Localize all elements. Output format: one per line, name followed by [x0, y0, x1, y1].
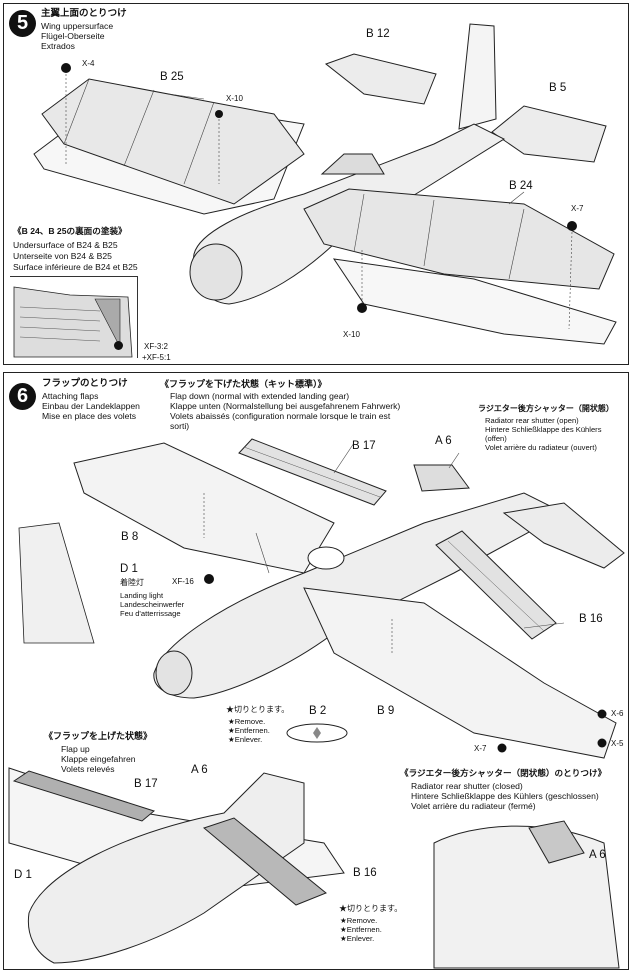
step-6-panel: 6 フラップのとりつけ Attaching flaps Einbau der L…	[3, 372, 629, 970]
step-6-title-de: Einbau der Landeklappen	[42, 401, 140, 411]
undersurface-inset-drawing	[13, 286, 133, 358]
part-label-a6: A 6	[435, 435, 452, 447]
screw-label-x7: X-7	[571, 204, 584, 213]
part-label-d1: D 1	[120, 563, 138, 575]
landing-light-jp: 着陸灯	[120, 578, 144, 587]
step-6-title-fr: Mise en place des volets	[42, 411, 137, 421]
step-5-number-badge: 5	[9, 10, 36, 37]
radiator-closed-title-jp: 《ラジエター後方シャッター（閉状態）のとりつけ》	[400, 768, 607, 778]
flap-up-part-a6: A 6	[191, 764, 208, 776]
step-5-title-de: Flügel-Oberseite	[41, 31, 105, 41]
remove-note-2-jp: ★切りとります。	[339, 904, 403, 913]
step-6-flap-assembly-drawing	[8, 438, 625, 969]
paint-color-xf5: +XF-5:1	[142, 353, 171, 362]
radiator-closed-fr: Volet arrière du radiateur (fermé)	[411, 801, 536, 811]
radiator-closed-part-a6: A 6	[589, 849, 606, 861]
step-5-panel: 5 主翼上面のとりつけ Wing uppersurface Flügel-Obe…	[3, 3, 629, 365]
part-label-b5: B 5	[549, 82, 567, 94]
flap-up-fr: Volets relevés	[61, 764, 115, 774]
radiator-closed-en: Radiator rear shutter (closed)	[411, 781, 523, 791]
paint-note-de: Unterseite von B24 & B25	[13, 251, 112, 261]
paint-note-fr: Surface inférieure de B24 et B25	[13, 262, 138, 272]
remove-note-1-en: ★Remove.	[228, 717, 266, 726]
undersurface-inset	[10, 276, 138, 358]
screw-label-x5: X-5	[611, 739, 624, 748]
paint-note-title-jp: 《B 24、B 25の裏面の塗装》	[13, 226, 127, 236]
flap-down-en: Flap down (normal with extended landing …	[170, 391, 350, 401]
step-6-title-jp: フラップのとりつけ	[42, 378, 128, 389]
step-6-title-en: Attaching flaps	[42, 391, 99, 401]
radiator-open-en: Radiator rear shutter (open)	[485, 416, 579, 425]
remove-note-2-de: ★Entfernen.	[340, 925, 382, 934]
screw-label-x4: X-4	[82, 59, 95, 68]
part-label-b8: B 8	[121, 531, 139, 543]
flap-up-part-b17: B 17	[134, 778, 158, 790]
radiator-open-title-jp: ラジエター後方シャッター（開状態）	[478, 404, 614, 413]
part-label-b25: B 25	[160, 71, 184, 83]
part-label-b9: B 9	[377, 705, 395, 717]
remove-note-2-fr: ★Enlever.	[340, 934, 375, 943]
part-label-b17: B 17	[352, 440, 376, 452]
flap-up-en: Flap up	[61, 744, 90, 754]
flap-down-title-jp: 《フラップを下げた状態（キット標準）》	[160, 379, 327, 389]
flap-up-part-d1: D 1	[14, 869, 32, 881]
radiator-closed-de: Hintere Schließklappe des Kühlers (gesch…	[411, 791, 599, 801]
screw-label-x6: X-6	[611, 709, 624, 718]
flap-down-fr-2: sorti)	[170, 421, 190, 431]
paint-color-xf3: XF-3:2	[144, 342, 169, 351]
part-label-b2: B 2	[309, 705, 327, 717]
radiator-open-de-2: (offen)	[485, 434, 507, 443]
screw-label-x7: X-7	[474, 744, 487, 753]
radiator-open-fr: Volet arrière du radiateur (ouvert)	[485, 443, 597, 452]
step-5-title-jp: 主翼上面のとりつけ	[41, 8, 127, 19]
screw-label-x10-top: X-10	[226, 94, 243, 103]
landing-light-de: Landescheinwerfer	[120, 600, 185, 609]
flap-up-de: Klappe eingefahren	[61, 754, 136, 764]
screw-label-xf16: XF-16	[172, 577, 194, 586]
remove-note-1-fr: ★Enlever.	[228, 735, 263, 744]
part-label-b24: B 24	[509, 180, 533, 192]
flap-up-title-jp: 《フラップを上げた状態》	[44, 731, 153, 741]
paint-swatch-icon	[114, 341, 123, 350]
flap-down-fr-1: Volets abaissés (configuration normale l…	[170, 411, 391, 421]
flap-up-part-b16: B 16	[353, 867, 377, 879]
step-6-number-badge: 6	[9, 383, 36, 410]
step-5-title-fr: Extrados	[41, 41, 75, 51]
part-label-b12: B 12	[366, 28, 390, 40]
remove-note-1-jp: ★切りとります。	[226, 705, 290, 714]
paint-note-en: Undersurface of B24 & B25	[13, 240, 118, 250]
landing-light-en: Landing light	[120, 591, 164, 600]
step-5-wing-assembly-drawing	[33, 23, 617, 345]
screw-label-x10-bottom: X-10	[343, 330, 360, 339]
step-5-title-en: Wing uppersurface	[41, 21, 114, 31]
flap-down-de: Klappe unten (Normalstellung bei ausgefa…	[170, 401, 401, 411]
remove-note-2-en: ★Remove.	[340, 916, 378, 925]
part-label-b16: B 16	[579, 613, 603, 625]
remove-note-1-de: ★Entfernen.	[228, 726, 270, 735]
landing-light-fr: Feu d'atterrissage	[120, 609, 181, 618]
radiator-open-de-1: Hintere Schließklappe des Kühlers	[485, 425, 602, 434]
